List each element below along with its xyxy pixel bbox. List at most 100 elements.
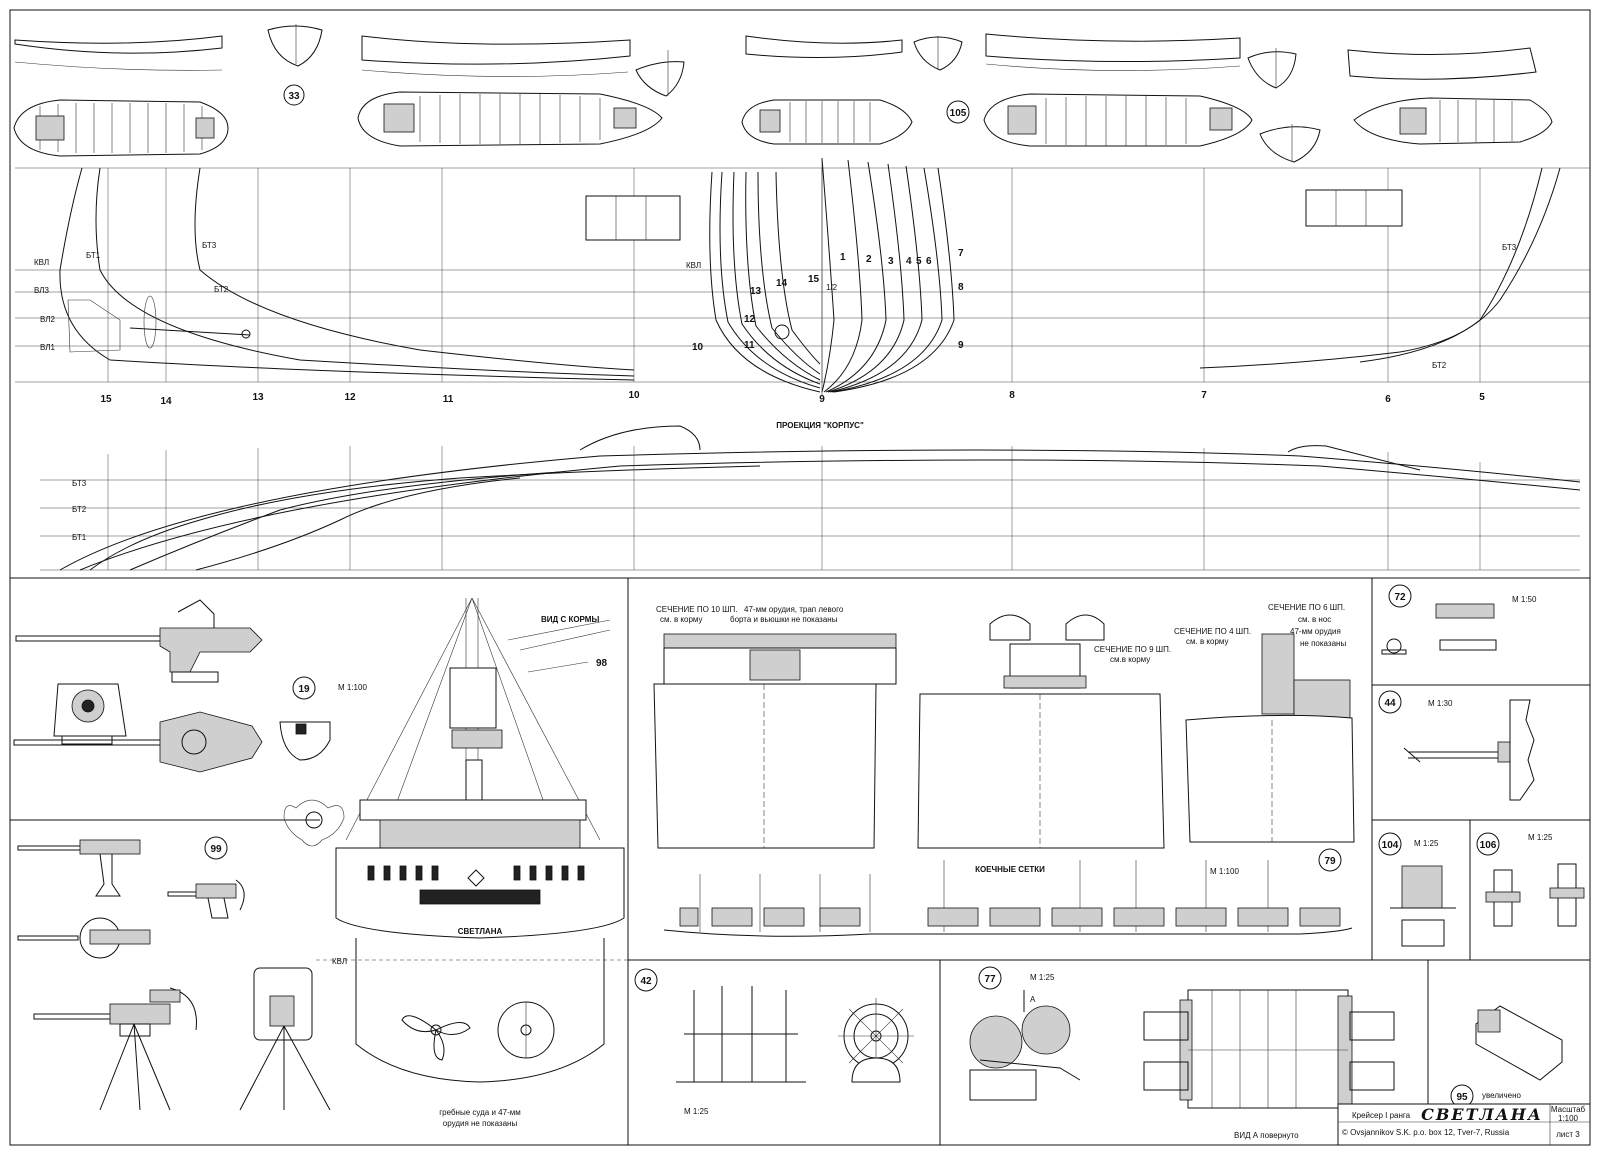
bp-4: 4 xyxy=(906,256,912,267)
scale-77: М 1:25 xyxy=(1030,973,1055,982)
callout-19-text: 19 xyxy=(298,684,310,695)
bp-6: 6 xyxy=(926,256,932,267)
stern-view: СВЕТЛАНА ВИД С КОРМЫ КВЛ гребные суда и … xyxy=(316,597,640,1128)
title-scale-label: Масштаб xyxy=(1551,1105,1586,1114)
s6-l1: СЕЧЕНИЕ ПО 6 ШП. xyxy=(1268,603,1345,612)
small-guns xyxy=(17,839,245,959)
s6-l2: см. в нос xyxy=(1298,615,1331,624)
body-plan-numbers: 1 2 3 4 5 6 7 8 9 10 11 12 13 14 15 1/2 xyxy=(692,248,964,353)
shield-section xyxy=(279,721,331,761)
windlass xyxy=(1143,989,1395,1109)
bp-half: 1/2 xyxy=(826,283,838,292)
hb-bt1: БТ1 xyxy=(72,533,87,542)
station-numbers: 15 14 13 12 11 10 9 8 7 6 5 xyxy=(100,390,1485,407)
detail-72: 72 М 1:50 xyxy=(1381,584,1537,655)
gun-120mm-front xyxy=(53,683,127,745)
body-plan xyxy=(709,157,955,395)
wl-2: ВЛ2 xyxy=(40,315,55,324)
bp-9: 9 xyxy=(958,340,964,351)
s10-l2b: борта и вьюшки не показаны xyxy=(730,615,838,624)
callout-42-text: 42 xyxy=(640,976,652,987)
scale-guns: М 1:100 xyxy=(338,683,367,692)
st-7: 7 xyxy=(1201,390,1207,401)
sheet-frame xyxy=(9,9,1591,1146)
callout-79: 79 xyxy=(1318,848,1342,872)
gun-120mm-side xyxy=(15,599,263,683)
stern-kvl: КВЛ xyxy=(332,957,347,966)
callout-95-text: 95 xyxy=(1456,1092,1468,1103)
wl-kvl: КВЛ xyxy=(34,258,49,267)
wl-1: ВЛ1 xyxy=(40,343,55,352)
pbt-1: БТ1 xyxy=(86,251,101,260)
st-5: 5 xyxy=(1479,392,1485,403)
s4-l1: СЕЧЕНИЕ ПО 4 ШП. xyxy=(1174,627,1251,636)
s4-l2: см. в корму xyxy=(1186,637,1229,646)
detail-104: 104 М 1:25 xyxy=(1378,832,1456,947)
st-10: 10 xyxy=(628,390,640,401)
st-15: 15 xyxy=(100,394,112,405)
bp-15: 15 xyxy=(808,274,820,285)
propeller-left xyxy=(401,1015,471,1061)
callout-33: 33 xyxy=(283,84,305,106)
bp-3: 3 xyxy=(888,256,894,267)
callout-33-text: 33 xyxy=(288,91,300,102)
bp-7: 7 xyxy=(958,248,964,259)
st-14: 14 xyxy=(160,396,172,407)
callout-105: 105 xyxy=(946,100,970,124)
pbt-4: БТ3 xyxy=(1502,243,1517,252)
detail-42: 42 М 1:25 xyxy=(634,968,914,1116)
enlarged-label: увеличено xyxy=(1482,1091,1522,1100)
scale-104: М 1:25 xyxy=(1414,839,1439,848)
callout-98-text: 98 xyxy=(596,658,608,669)
s6-l3: 47-мм орудия xyxy=(1290,627,1341,636)
title-copyright: © Ovsjannikov S.K. p.o. box 12, Tver-7, … xyxy=(1342,1128,1510,1137)
title-ship-name: СВЕТЛАНА xyxy=(1421,1105,1543,1124)
propeller-right xyxy=(497,1001,555,1059)
st-11: 11 xyxy=(443,394,454,405)
sheer-plan xyxy=(15,167,1590,383)
hb-bt2: БТ2 xyxy=(72,505,87,514)
section-10: СЕЧЕНИЕ ПО 10 ШП. 47-мм орудия, трап лев… xyxy=(653,605,897,849)
capstan-arrow-label: А xyxy=(1030,995,1036,1004)
callout-19: 19 xyxy=(292,676,316,700)
wl-3: ВЛ3 xyxy=(34,286,49,295)
st-8: 8 xyxy=(1009,390,1015,401)
st-13: 13 xyxy=(252,392,264,403)
callout-72-text: 72 xyxy=(1394,592,1406,603)
pbt-5: БТ2 xyxy=(1432,361,1447,370)
stern-note-2: орудия не показаны xyxy=(443,1119,518,1128)
detail-77-capstan: 77 М 1:25 А ВИД А повернуто xyxy=(969,966,1395,1140)
bp-10: 10 xyxy=(692,342,704,353)
st-9: 9 xyxy=(819,394,825,405)
s10-l2: см. в корму xyxy=(660,615,703,624)
scale-106: М 1:25 xyxy=(1528,833,1553,842)
bp-5: 5 xyxy=(916,256,922,267)
projection-title: ПРОЕКЦИЯ "КОРПУС" xyxy=(776,421,864,430)
stern-ship-name: СВЕТЛАНА xyxy=(458,927,503,936)
hb-bt3: БТ3 xyxy=(72,479,87,488)
bp-1: 1 xyxy=(840,252,846,263)
bp-14: 14 xyxy=(776,278,788,289)
bp-12: 12 xyxy=(744,314,756,325)
scale-42: М 1:25 xyxy=(684,1107,709,1116)
title-ship-type: Крейсер I ранга xyxy=(1352,1111,1411,1120)
st-12: 12 xyxy=(344,392,356,403)
callout-44-text: 44 xyxy=(1384,698,1396,709)
s10-l1b: 47-мм орудия, трап левого xyxy=(744,605,844,614)
title-sheet: лист 3 xyxy=(1556,1130,1580,1139)
ships-wheel xyxy=(838,998,914,1083)
gun-47mm-tripod xyxy=(33,987,197,1111)
scale-44: М 1:30 xyxy=(1428,699,1453,708)
capstan-view-label: ВИД А повернуто xyxy=(1234,1131,1299,1140)
boats-row xyxy=(13,24,1553,163)
stern-view-title: ВИД С КОРМЫ xyxy=(541,615,599,624)
s9-l1: СЕЧЕНИЕ ПО 9 ШП. xyxy=(1094,645,1171,654)
pbt-3: БТ2 xyxy=(214,285,229,294)
bp-13: 13 xyxy=(750,286,762,297)
st-6: 6 xyxy=(1385,394,1391,405)
bp-11: 11 xyxy=(744,340,755,351)
s6-l4: не показаны xyxy=(1300,639,1346,648)
body-plan-kvl: КВЛ xyxy=(686,261,701,270)
bp-8: 8 xyxy=(958,282,964,293)
